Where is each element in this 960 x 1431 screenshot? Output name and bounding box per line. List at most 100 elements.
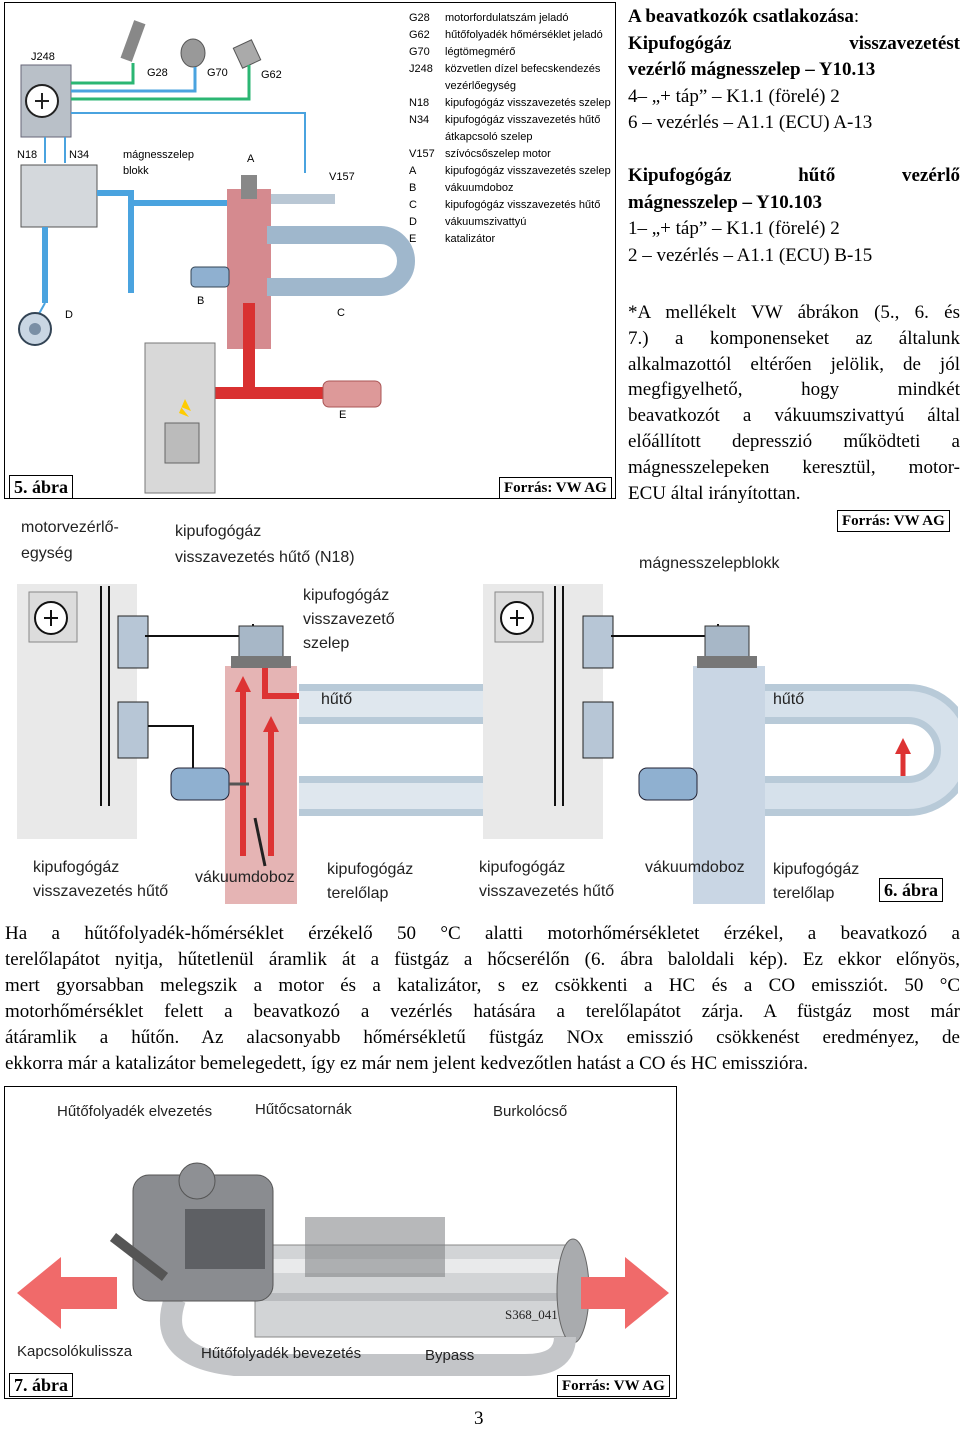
note-text: *A mellékelt VW ábrákon (5., 6. és 7.) a… — [628, 300, 960, 506]
cooler-word-3: vezérlő — [901, 164, 960, 186]
figure-6-caption: 6. ábra — [879, 878, 943, 902]
legend-text: légtömegmérő — [445, 46, 516, 58]
paragraph-line: átáramlik a hűtőn. Az alacsonyabb hőmérs… — [5, 1027, 960, 1048]
legend-code: E — [409, 233, 417, 245]
f6-label-flap-right-2: terelőlap — [773, 885, 835, 902]
label-a: A — [247, 153, 255, 165]
paragraph-line: mert gyorsabban melegszik a motor és a k… — [5, 975, 960, 996]
label-j248: J248 — [31, 51, 55, 63]
f7-label-shell: Burkolócső — [493, 1103, 568, 1120]
f6-label-vac-right: vákuumdoboz — [645, 859, 745, 876]
figure-6-diagram — [17, 584, 958, 904]
legend-text: kipufogógáz visszavezetés hűtő — [445, 199, 601, 211]
legend-text: hűtőfolyadék hőmérséklet jeladó — [445, 29, 603, 41]
heading-colon: : — [853, 6, 860, 27]
f6-label-br-1: kipufogógáz — [479, 859, 566, 876]
paragraph-line: terelőlapátot nyitja, hűtetlenül áramlik… — [5, 949, 960, 970]
label-v157: V157 — [329, 171, 355, 183]
f6-label-flap-right-1: kipufogógáz — [773, 861, 860, 878]
legend-text: szívócsőszelep motor — [445, 148, 551, 160]
legend-text: vákuumszivattyú — [445, 216, 527, 228]
f6-label-flap-left-1: kipufogógáz — [327, 861, 414, 878]
figure-7-source: Forrás: VW AG — [557, 1375, 670, 1397]
f6-label-flap-left-2: terelőlap — [327, 885, 389, 902]
egr-valve-pin-6: 6 – vezérlés – A1.1 (ECU) A-13 — [628, 112, 873, 134]
f6-label-huto-left: hűtő — [321, 691, 353, 708]
note-line: 7.) a komponenseket az általunk — [628, 327, 960, 349]
cooler-valve-pin-1: 1– „+ táp” – K1.1 (förelé) 2 — [628, 218, 840, 240]
legend-code: A — [409, 165, 417, 177]
f7-label-lever: Kapcsolókulissza — [17, 1343, 133, 1360]
figure-7-diagram — [17, 1162, 669, 1376]
label-b: B — [197, 295, 205, 307]
f6-label-vac-left: vákuumdoboz — [195, 869, 295, 886]
legend-code: N34 — [409, 114, 430, 126]
figure-6-source: Forrás: VW AG — [837, 510, 950, 532]
legend-text: kipufogógáz visszavezetés hűtő — [445, 114, 601, 126]
heading-actuators-bold: A beavatkozók csatlakozása — [628, 6, 854, 27]
legend-code: N18 — [409, 97, 430, 109]
legend-row: G70 légtömegmérő — [409, 45, 515, 59]
f7-label-code: S368_041 — [505, 1307, 558, 1322]
spacer — [628, 137, 960, 163]
heading-actuators: A beavatkozók csatlakozása: — [628, 4, 960, 31]
legend-text: kipufogógáz visszavezetés szelep — [445, 165, 611, 177]
figure-6: motorvezérlő- egység kipufogógáz visszav… — [3, 506, 958, 904]
label-blokk: blokk — [123, 165, 149, 177]
f6-label-valve-1: kipufogógáz — [303, 587, 390, 604]
cooler-word-1: Kipufogógáz — [628, 164, 732, 186]
f6-label-huto-right: hűtő — [773, 691, 805, 708]
figure-7-caption: 7. ábra — [9, 1373, 73, 1397]
legend-code: C — [409, 199, 417, 211]
note-line-last: ECU által irányítottan. — [628, 482, 801, 504]
legend-code: G70 — [409, 46, 430, 58]
legend-code: V157 — [409, 148, 435, 160]
paragraph-line-last: ekkorra már a katalizátor bemelegedett, … — [5, 1053, 808, 1074]
f6-label-valve-2: visszavezető — [303, 611, 395, 628]
f7-label-coolant-in: Hűtőfolyadék bevezetés — [201, 1345, 362, 1362]
body-paragraph: Ha a hűtőfolyadék-hőmérséklet érzékelő 5… — [5, 921, 960, 1077]
f6-label-valve-3: szelep — [303, 635, 350, 652]
legend-text: motorfordulatszám jeladó — [445, 12, 569, 24]
f6-label-n18-2: visszavezetés hűtő (N18) — [175, 549, 355, 566]
paragraph-line: Ha a hűtőfolyadék-hőmérséklet érzékelő 5… — [5, 923, 960, 944]
legend-row: V157 szívócsőszelep motor — [409, 147, 551, 161]
legend-text: vákuumdoboz — [445, 182, 514, 194]
legend-row: N34 kipufogógáz visszavezetés hűtő — [409, 113, 600, 127]
f6-label-block: mágnesszelepblokk — [639, 555, 780, 572]
f7-label-bypass: Bypass — [425, 1347, 475, 1364]
note-line: előállított depresszió működteti a — [628, 430, 960, 452]
page-number: 3 — [474, 1408, 484, 1429]
note-line: beavatkozót a vákuumszivattyú által — [628, 405, 960, 427]
egr-word-2: visszavezetést — [849, 32, 960, 54]
label-g28: G28 — [147, 67, 168, 79]
note-line: *A mellékelt VW ábrákon (5., 6. és — [628, 302, 960, 323]
note-line: megfigyelhető, hogy mindkét — [628, 379, 960, 401]
legend-text: közvetlen dízel befecskendezés — [445, 63, 601, 75]
f6-label-br-2: visszavezetés hűtő — [479, 883, 615, 900]
cooler-valve-heading-line2: mágnesszelep – Y10.103 — [628, 191, 823, 213]
label-magnesszelep: mágnesszelep — [123, 149, 194, 161]
paragraph-line: motorhőmérséklet felett a beavatkozó a v… — [5, 1001, 960, 1022]
figure-5: J248 G28 G70 G62 N18 N34 mágnesszelep bl… — [4, 2, 616, 499]
legend-text: átkapcsoló szelep — [445, 131, 533, 143]
cooler-valve-pin-2: 2 – vezérlés – A1.1 (ECU) B-15 — [628, 244, 873, 266]
label-g62: G62 — [261, 69, 282, 81]
label-g70: G70 — [207, 67, 228, 79]
legend-text: vezérlőegység — [445, 80, 516, 92]
f7-label-coolant-out: Hűtőfolyadék elvezetés — [57, 1103, 213, 1120]
legend-text: katalizátor — [445, 233, 496, 245]
label-e: E — [339, 409, 347, 421]
figure-5-source: Forrás: VW AG — [499, 477, 612, 498]
